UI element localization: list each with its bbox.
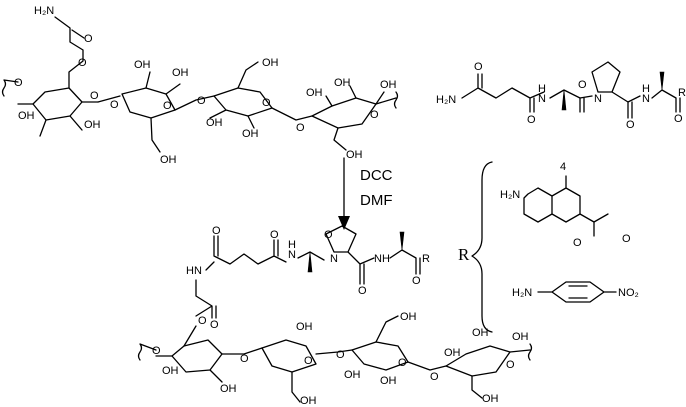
prod-nh-1-n: N — [288, 249, 296, 261]
ring4-oh-d: OH — [346, 149, 363, 161]
peptide-o-4: O — [626, 119, 635, 131]
prod-ring4-oh-b: OH — [472, 327, 489, 339]
ring4-oh-c: OH — [380, 79, 397, 91]
prod-glyco-o-2: O — [336, 349, 345, 361]
prod-ring3-o: O — [398, 357, 407, 369]
r-group-symbol: R — [458, 245, 470, 264]
prod-ring1-oh-b: OH — [220, 383, 237, 395]
succinyl-peptide-top: H₂N O O H N O N O H N O R — [436, 61, 686, 131]
prod-glyco-o-3: O — [430, 371, 439, 383]
prod-ring2-oh-top: OH — [296, 321, 313, 333]
peptide-nh-1-h: H — [538, 83, 546, 95]
ring2-oh-bottom: OH — [160, 154, 177, 166]
ring4-o: O — [370, 109, 379, 121]
coumarin-ring-o: O — [573, 237, 582, 249]
ring1-o-left: O — [14, 77, 23, 89]
prod-ring4-oh-a: OH — [444, 347, 461, 359]
peptide-o-5: O — [674, 113, 683, 125]
peptide-nh-2-n: N — [642, 93, 650, 105]
ester-o-label: O — [78, 57, 87, 69]
reagent-dcc: DCC — [360, 167, 393, 184]
prod-nh-2-n: NH — [374, 253, 390, 265]
carbonyl-o-label: O — [84, 33, 93, 45]
prod-pro-n: N — [330, 253, 338, 265]
nitroaniline-amine: H₂N — [512, 287, 532, 299]
prod-glyco-o-1: O — [240, 353, 249, 365]
glyco-o-2: O — [197, 95, 206, 107]
ring3-oh-bottom: OH — [242, 128, 259, 140]
peptide-o-1: O — [474, 61, 483, 73]
ring1-oh-b: OH — [84, 119, 101, 131]
ring3-oh-left: OH — [206, 117, 223, 129]
prod-ring2-oh-bottom: OH — [300, 395, 317, 407]
prod-ring3-oh-top: OH — [400, 311, 417, 323]
prod-ester-o: O — [198, 315, 207, 327]
peptide-amine-top: H₂N — [436, 94, 456, 106]
pro-n-top: N — [594, 93, 602, 105]
prod-ester-co: O — [210, 319, 219, 331]
coumarin-carbonyl-o: O — [622, 233, 631, 245]
glycosylated-polysaccharide: H₂N O O O O OH OH O O OH OH OH O OH OH — [1, 5, 399, 166]
prod-o-left: O — [152, 345, 161, 357]
prod-ring3-oh-bottom: OH — [380, 375, 397, 387]
peptide-o-3: O — [578, 79, 587, 91]
prod-ring2-o: O — [304, 355, 313, 367]
ring1-oh-a: OH — [18, 110, 35, 122]
coumarin-amine: H₂N — [500, 189, 520, 201]
reaction-arrow: DCC DMF — [338, 157, 393, 230]
prod-ring4-oh-c: OH — [512, 331, 529, 343]
r-group-definition: R H₂N 4 O O H₂N NO₂ — [458, 161, 639, 333]
prod-ring1-oh: OH — [162, 365, 179, 377]
conjugate-product: O O N H O N O NH O R HN O O O OH OH O OH… — [137, 225, 533, 407]
ring4-oh-a: OH — [306, 87, 323, 99]
prod-o-3: O — [324, 229, 333, 241]
ring3-o: O — [262, 97, 271, 109]
nitro-group: NO₂ — [618, 287, 639, 299]
ring2-oh-top: OH — [134, 59, 151, 71]
prod-ring3-oh-left: OH — [344, 369, 361, 381]
prod-ring4-oh-d: OH — [482, 393, 499, 405]
reagent-dmf: DMF — [360, 192, 393, 209]
coumarin-methyl-label: 4 — [560, 161, 566, 173]
ring2-o: O — [163, 100, 172, 112]
prod-o-4: O — [358, 285, 367, 297]
ring4-oh-b: OH — [334, 77, 351, 89]
peptide-o-2: O — [527, 114, 536, 126]
coumarin-substituent: H₂N 4 O O — [500, 161, 631, 249]
peptide-nh-1-n: N — [538, 93, 546, 105]
ring3-oh-top: OH — [262, 57, 279, 69]
r-label-bottom: R — [422, 253, 430, 265]
peptide-nh-2-h: H — [642, 83, 650, 95]
r-label-top: R — [678, 87, 686, 99]
prod-ring4-o: O — [506, 359, 515, 371]
glyco-o-1: O — [110, 99, 119, 111]
prod-nh-1-h: H — [288, 239, 296, 251]
prod-o-1: O — [212, 225, 221, 237]
glyco-o-3: O — [296, 122, 305, 134]
prod-hn: HN — [186, 265, 202, 277]
amino-label: H₂N — [34, 5, 54, 17]
prod-o-5: O — [412, 275, 421, 287]
prod-o-2: O — [270, 229, 279, 241]
ring1-o: O — [90, 90, 99, 102]
nitroaniline-substituent: H₂N NO₂ — [512, 281, 639, 303]
ring2-oh-right: OH — [172, 67, 189, 79]
